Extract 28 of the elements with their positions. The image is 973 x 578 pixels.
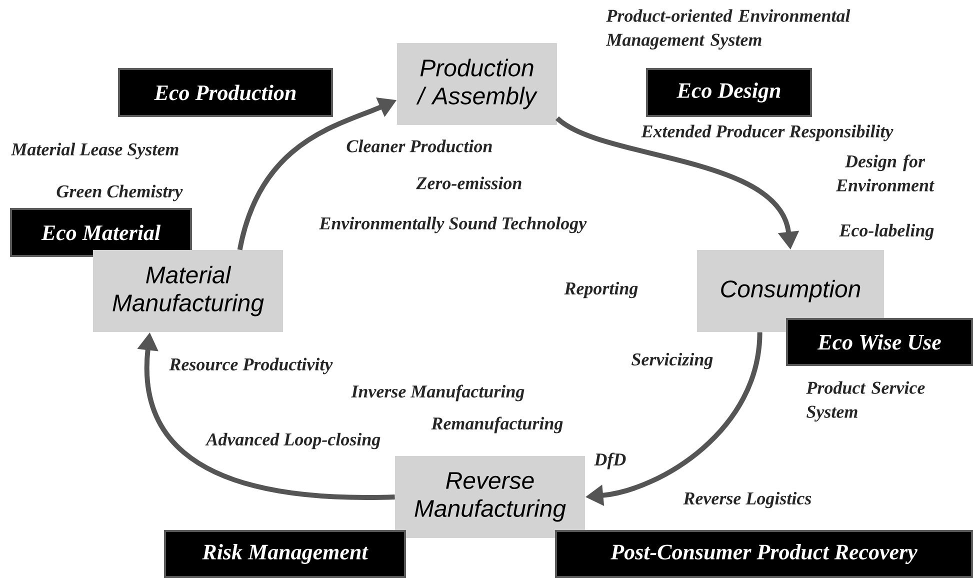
term-label: Cleaner Production [346,140,492,152]
tag-box: Post-Consumer Product Recovery [555,530,973,578]
tag-box: Risk Management [164,530,406,578]
tag-box: Eco Production [118,68,333,117]
term-label: Reverse Logistics [683,492,812,508]
term-label: Green Chemistry [56,184,183,202]
term-label: Advanced Loop-closing [205,432,380,450]
term-label: Remanufacturing [431,416,563,434]
term-label: Eco-labeling [839,224,934,240]
stage-box: Production / Assembly [397,43,557,125]
term-label: Extended Producer Responsibility [641,124,894,142]
term-label: Environmentally Sound Technology [319,216,587,234]
stage-box: Consumption [697,250,884,332]
term-label: Product Service System [806,381,925,422]
tag-box: Eco Material [10,208,192,257]
term-label: DfD [594,452,626,470]
term-label: Resource Productivity [169,358,333,374]
term-label: Design for Environment [836,154,934,192]
stage-box: Reverse Manufacturing [395,456,585,538]
term-label: Zero-emission [416,176,522,190]
term-label: Inverse Manufacturing [351,384,524,402]
term-label: Servicizing [632,352,713,370]
stage-box: Material Manufacturing [93,250,283,332]
tag-box: Eco Design [646,68,812,117]
term-label: Material Lease System [10,142,178,160]
term-label: Product-oriented Environmental Management System [606,9,850,50]
tag-box: Eco Wise Use [786,318,973,366]
term-label: Reporting [564,282,638,298]
